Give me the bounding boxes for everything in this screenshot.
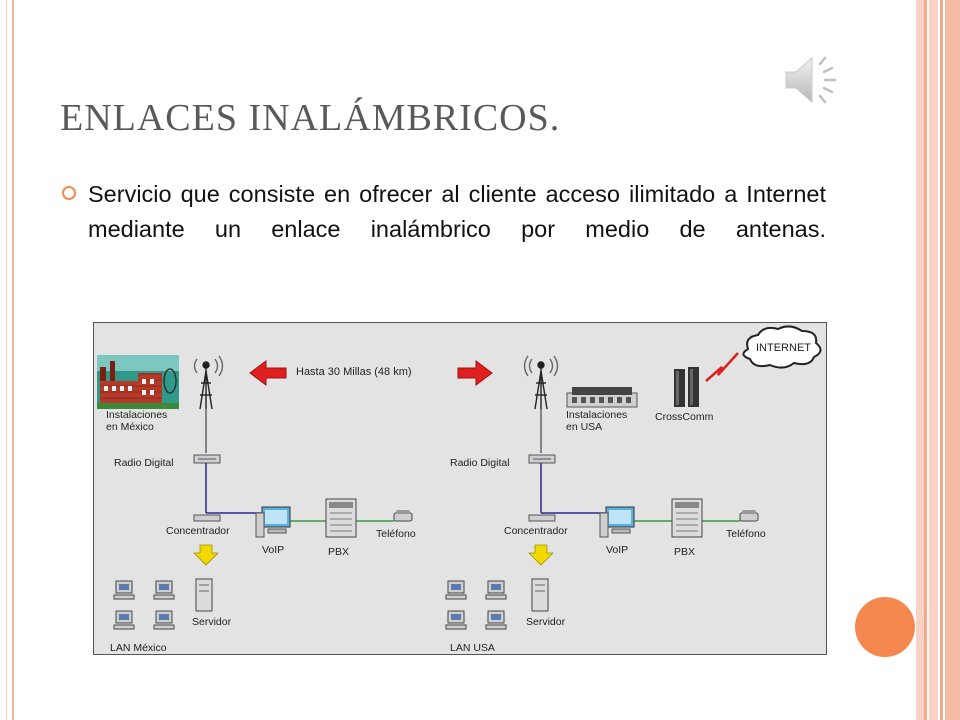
crosscomm-label: CrossComm [655,411,714,423]
mexico-pbx-label: PBX [328,546,349,558]
mexico-hub-icon [193,514,221,522]
mexico-server-icon [195,578,213,612]
mexico-lan-label: LAN México [110,642,167,654]
left-red-arrow [249,360,287,386]
right-stripes-decoration [916,0,960,720]
usa-server-icon [531,578,549,612]
usa-radio-icon [528,454,556,464]
mexico-hub-label: Concentrador [166,525,230,537]
mexico-phone-label: Teléfono [376,528,416,540]
usa-yellow-arrow-icon [528,544,554,566]
left-border-decoration [0,0,14,720]
internet-link-bolt [705,352,739,382]
distance-label: Hasta 30 Millas (48 km) [296,366,412,378]
bullet-text: Servicio que consiste en ofrecer al clie… [88,181,826,242]
mexico-antenna-icon [193,355,224,410]
usa-facility-image [566,387,638,408]
usa-site-label-2: en USA [566,421,602,433]
mexico-facility-image [97,355,179,409]
usa-antenna-icon [523,355,559,410]
mexico-voip-pc-icon [255,506,291,538]
internet-label: INTERNET [756,342,811,354]
mexico-server-label: Servidor [192,616,232,628]
usa-server-label: Servidor [526,616,566,628]
usa-lan-label: LAN USA [450,642,495,654]
usa-voip-pc-icon [599,506,635,538]
usa-phone-icon [739,510,759,522]
slide-title: ENLACES INALÁMBRICOS. [60,97,561,139]
mexico-yellow-arrow-icon [193,544,219,566]
usa-pbx-icon [671,498,703,538]
usa-radio-label: Radio Digital [450,457,510,469]
speaker-icon[interactable] [780,52,844,108]
usa-voip-label: VoIP [606,544,628,556]
mexico-radio-icon [193,454,221,464]
mexico-phone-icon [393,510,413,522]
mexico-voip-label: VoIP [262,544,284,556]
usa-hub-icon [528,514,556,522]
mexico-pbx-icon [325,498,357,538]
mexico-radio-label: Radio Digital [114,457,174,469]
mexico-site-label-2: en México [106,421,154,433]
crosscomm-router-icon [674,367,699,407]
usa-hub-label: Concentrador [504,525,568,537]
usa-pbx-label: PBX [674,546,695,558]
network-diagram: Instalaciones en México Hasta 30 Millas … [93,322,827,655]
internet-cloud-icon [742,325,822,369]
usa-phone-label: Teléfono [726,528,766,540]
usa-site-label-1: Instalaciones [566,409,627,421]
mexico-site-label-1: Instalaciones [106,409,167,421]
right-red-arrow [457,360,493,386]
bullet-circle-icon [62,186,76,200]
next-slide-circle-button[interactable] [855,597,915,657]
